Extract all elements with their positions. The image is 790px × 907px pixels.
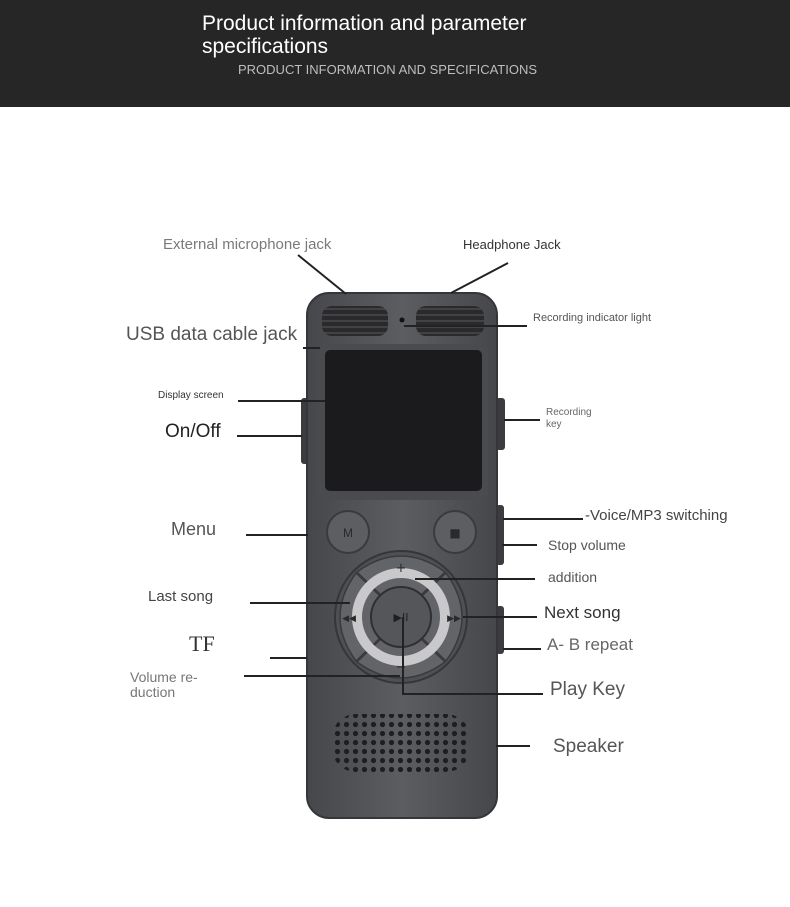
previous-glyph: ◀◀ [342,614,356,624]
menu-button [326,510,370,554]
label-speaker: Speaker [553,736,624,757]
plus-glyph: + [396,561,407,576]
left-microphone-grille [322,306,388,336]
speaker-grille [332,714,470,772]
label-stop-volume: Stop volume [548,537,626,553]
leader-headphone [450,262,509,294]
recording-indicator-led [399,317,405,323]
label-play-key: Play Key [550,679,625,700]
page-subtitle: PRODUCT INFORMATION AND SPECIFICATIONS [238,62,538,77]
leader-lines [237,254,583,747]
label-last-song: Last song [148,588,214,605]
label-next-song: Next song [544,603,621,622]
label-volume-reduction: Volume re-duction [130,669,198,700]
play-pause-glyph: ▶II [394,611,409,624]
label-menu: Menu [171,519,217,539]
play-pause-button [370,586,432,648]
label-voice-mp3-switching: -Voice/MP3 switching [585,507,728,524]
menu-button-glyph: M [343,526,353,540]
label-ab-repeat: A- B repeat [547,635,633,654]
leader-external-mic [297,254,347,295]
dpad-highlight-ring [352,568,450,666]
right-microphone-grille [416,306,484,336]
label-recording-key: Recording key [546,407,592,430]
label-on-off: On/Off [165,421,221,442]
page-title: Product information and parameter specif… [202,12,527,58]
minus-glyph: − [396,660,407,675]
label-display-screen: Display screen [158,390,224,401]
label-addition: addition [548,569,598,585]
header-banner: Product information and parameter specif… [0,0,790,107]
stop-button-glyph: ■ [449,526,460,540]
label-tf: TF [189,631,215,656]
stop-button [433,510,477,554]
next-glyph: ▶▶ [447,614,461,624]
display-screen [325,350,482,491]
label-recording-indicator-light: Recording indicator light [533,312,652,324]
label-external-microphone-jack: External microphone jack [163,236,332,253]
leader-play-key [402,617,543,695]
label-usb-data-cable-jack: USB data cable jack [126,324,298,345]
recording-side-button [496,398,505,450]
label-headphone-jack: Headphone Jack [463,237,561,252]
